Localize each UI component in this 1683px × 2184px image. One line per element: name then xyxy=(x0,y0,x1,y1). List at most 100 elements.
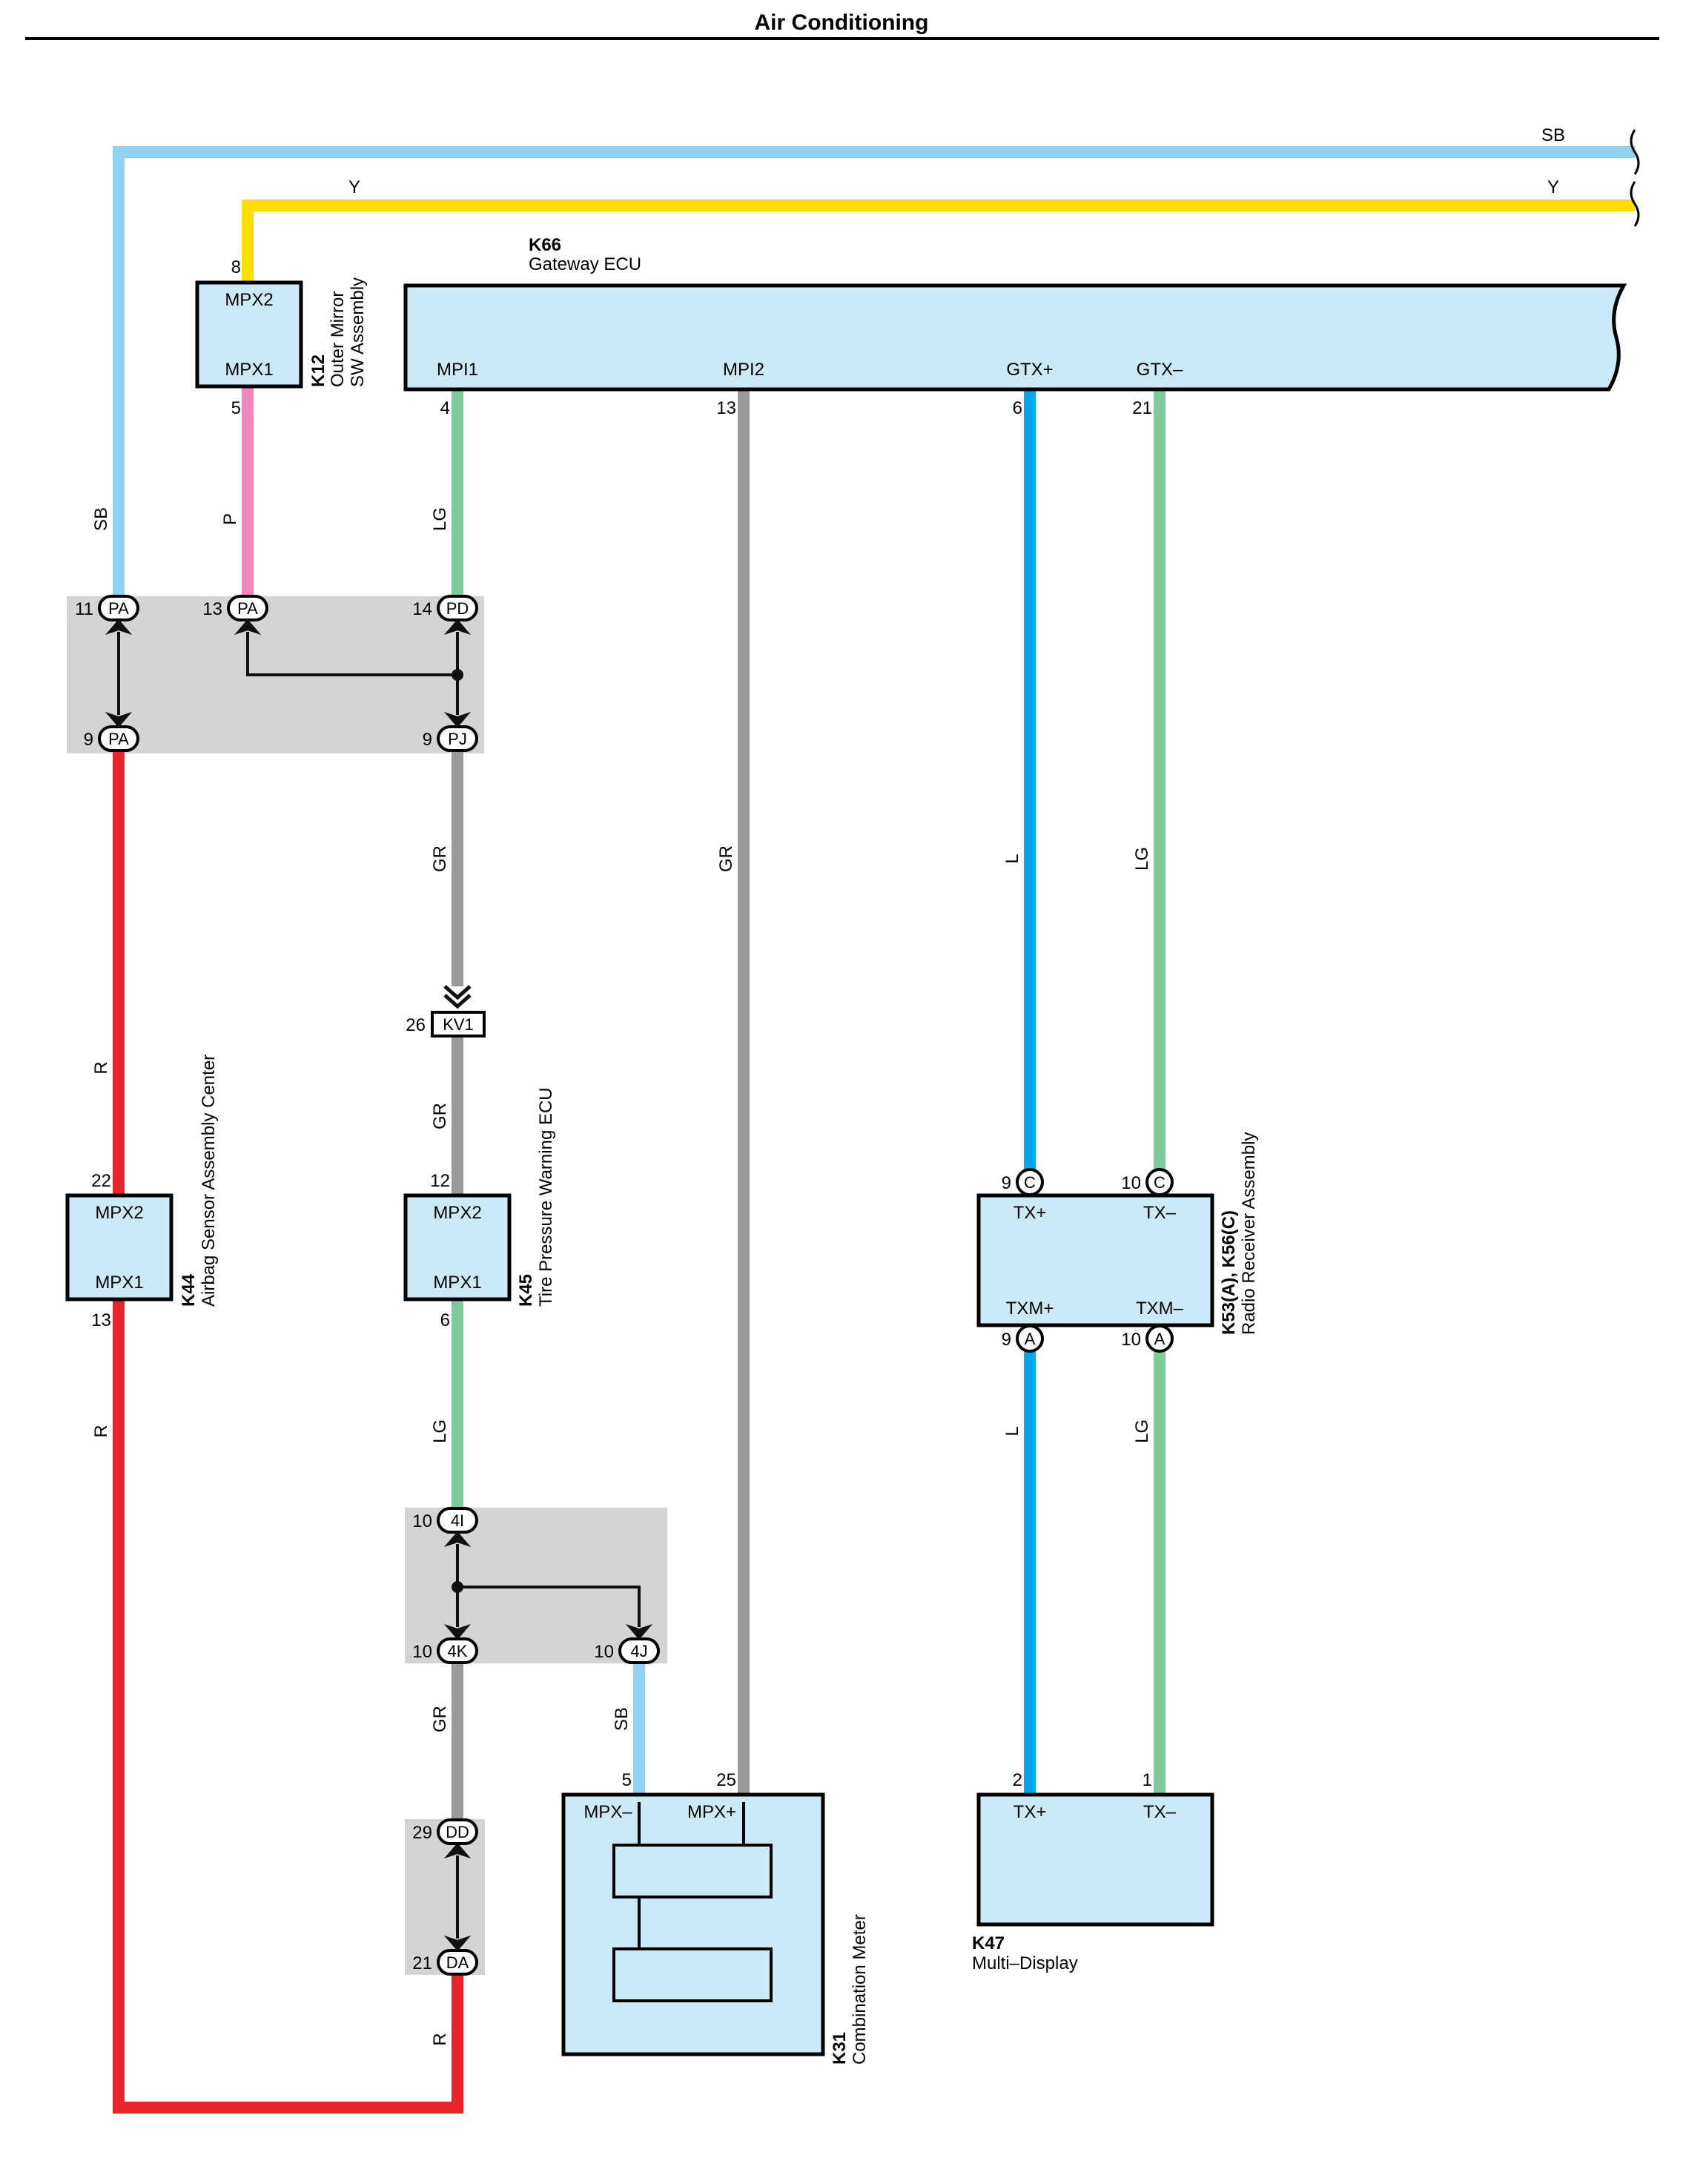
pin-no-k12-bottom: 5 xyxy=(231,398,241,418)
wire-label-lg-k45: LG xyxy=(430,1419,450,1443)
label-conn-a-10: A xyxy=(1154,1330,1165,1348)
k12-pin-bottom: MPX1 xyxy=(225,360,273,380)
pin-no-4k: 10 xyxy=(412,1642,432,1662)
k31-pin-l: MPX– xyxy=(583,1802,632,1822)
k47-multi-display-box xyxy=(976,1792,1214,1927)
k31-pin-r: MPX+ xyxy=(687,1802,736,1822)
pin-no-pa-13: 13 xyxy=(202,599,222,619)
label-pa-11: PA xyxy=(108,599,129,618)
wire-label-lg-lower: LG xyxy=(1132,1419,1152,1443)
pin-no-4i: 10 xyxy=(412,1511,432,1531)
page-title: Air Conditioning xyxy=(755,10,929,35)
pin-no-da: 21 xyxy=(412,1953,432,1973)
k44-airbag-box xyxy=(65,1193,173,1302)
label-pa-9: PA xyxy=(108,730,129,748)
wire-label-y-top: Y xyxy=(348,177,360,197)
k12-pin-top: MPX2 xyxy=(225,290,273,310)
k66-code: K66 xyxy=(529,235,561,255)
k47-pin-l: TX+ xyxy=(1014,1802,1047,1822)
k45-pin-top: MPX2 xyxy=(433,1203,481,1223)
label-pj: PJ xyxy=(448,730,467,748)
pin-no-k53-tl: 9 xyxy=(1002,1173,1011,1193)
k53-pin-bl: TXM+ xyxy=(1006,1299,1054,1319)
k12-code: K12 xyxy=(308,354,328,387)
k44-name: Airbag Sensor Assembly Center xyxy=(199,1055,219,1307)
pin-no-kv1: 26 xyxy=(406,1015,426,1035)
k53-name: Radio Receiver Assembly xyxy=(1239,1132,1259,1335)
k66-name: Gateway ECU xyxy=(529,254,641,274)
pin-no-k44-bottom: 13 xyxy=(91,1310,111,1330)
pin-no-k66-mpi2: 13 xyxy=(716,398,736,418)
connector-kv1 xyxy=(431,1011,486,1037)
connectors xyxy=(98,595,1174,1976)
k12-name-2: SW Assembly xyxy=(348,277,368,387)
k66-pin-mpi1: MPI1 xyxy=(437,360,478,380)
pin-no-k12-top: 8 xyxy=(231,257,241,277)
k66-gateway-ecu xyxy=(403,283,1627,392)
pin-no-dd: 29 xyxy=(412,1823,432,1843)
connector-c-9 xyxy=(1016,1168,1044,1196)
label-dd: DD xyxy=(446,1823,469,1841)
pin-no-k44-top: 22 xyxy=(91,1171,111,1191)
wire-label-gr-4k: GR xyxy=(430,1706,450,1732)
wire-label-r-upper: R xyxy=(91,1061,111,1074)
wires xyxy=(113,146,1635,2114)
pin-no-k31-r: 25 xyxy=(716,1770,736,1790)
wire-label-r-lower: R xyxy=(91,1425,111,1437)
label-4i: 4I xyxy=(451,1511,464,1530)
pin-no-k66-mpi1: 4 xyxy=(440,398,450,418)
k66-pin-gtxm: GTX– xyxy=(1137,360,1183,380)
wire-label-l-gtx: L xyxy=(1002,854,1022,863)
pin-no-k53-bl: 9 xyxy=(1002,1330,1011,1350)
k53-pin-br: TXM– xyxy=(1136,1299,1184,1319)
k31-code: K31 xyxy=(830,2032,850,2065)
pin-no-4j: 10 xyxy=(594,1642,614,1662)
k53-radio-receiver-box xyxy=(976,1193,1214,1327)
wire-label-gr-mpi2: GR xyxy=(716,845,736,872)
k53-code: K53(A), K56(C) xyxy=(1219,1210,1239,1335)
wire-sb-top xyxy=(113,146,1635,608)
k66-pin-mpi2: MPI2 xyxy=(723,360,764,380)
pin-no-k53-tr: 10 xyxy=(1121,1173,1141,1193)
break-mark-y xyxy=(1630,181,1640,227)
label-conn-c-9: C xyxy=(1024,1173,1036,1192)
label-da: DA xyxy=(446,1953,469,1972)
k47-code: K47 xyxy=(972,1933,1005,1953)
k66-pin-gtxp: GTX+ xyxy=(1006,360,1053,380)
pin-no-k31-l: 5 xyxy=(622,1770,632,1790)
k45-name: Tire Pressure Warning ECU xyxy=(536,1087,556,1307)
wire-label-lg-mpi1: LG xyxy=(430,507,450,531)
wire-label-gr-kv1: GR xyxy=(430,1103,450,1129)
pin-no-k66-gtxm: 21 xyxy=(1132,398,1152,418)
label-pd: PD xyxy=(446,599,469,618)
label-conn-a-9: A xyxy=(1025,1330,1036,1348)
pin-no-k45-bottom: 6 xyxy=(440,1310,450,1330)
wire-r-lower xyxy=(113,1299,463,2114)
k53-pin-tr: TX– xyxy=(1143,1203,1177,1223)
label-4j: 4J xyxy=(630,1642,647,1660)
connector-a-9 xyxy=(1016,1324,1044,1353)
k53-pin-tl: TX+ xyxy=(1014,1203,1047,1223)
pin-no-pj: 9 xyxy=(423,730,432,750)
label-4k: 4K xyxy=(448,1642,468,1660)
pin-no-k47-r: 1 xyxy=(1143,1770,1152,1790)
junction-arrows xyxy=(105,618,653,1952)
k12-name-1: Outer Mirror xyxy=(328,291,348,387)
wire-label-r-da: R xyxy=(430,2033,450,2045)
wire-label-sb-top-right: SB xyxy=(1541,125,1565,145)
k31-combination-meter-box xyxy=(561,1792,825,2056)
pin-no-pd: 14 xyxy=(412,599,432,619)
k45-tire-pressure-box xyxy=(403,1193,512,1302)
connector-a-10 xyxy=(1145,1324,1174,1353)
pin-no-k45-top: 12 xyxy=(430,1171,450,1191)
pin-no-k47-l: 2 xyxy=(1013,1770,1022,1790)
junction-block-3 xyxy=(405,1819,485,1975)
k31-name: Combination Meter xyxy=(850,1914,870,2065)
k12-outer-mirror-box xyxy=(195,280,303,389)
label-kv1: KV1 xyxy=(443,1015,474,1034)
pin-no-k66-gtxp: 6 xyxy=(1013,398,1022,418)
k47-name: Multi–Display xyxy=(972,1953,1078,1973)
wire-label-sb-left: SB xyxy=(91,507,111,531)
k47-pin-r: TX– xyxy=(1143,1802,1177,1822)
